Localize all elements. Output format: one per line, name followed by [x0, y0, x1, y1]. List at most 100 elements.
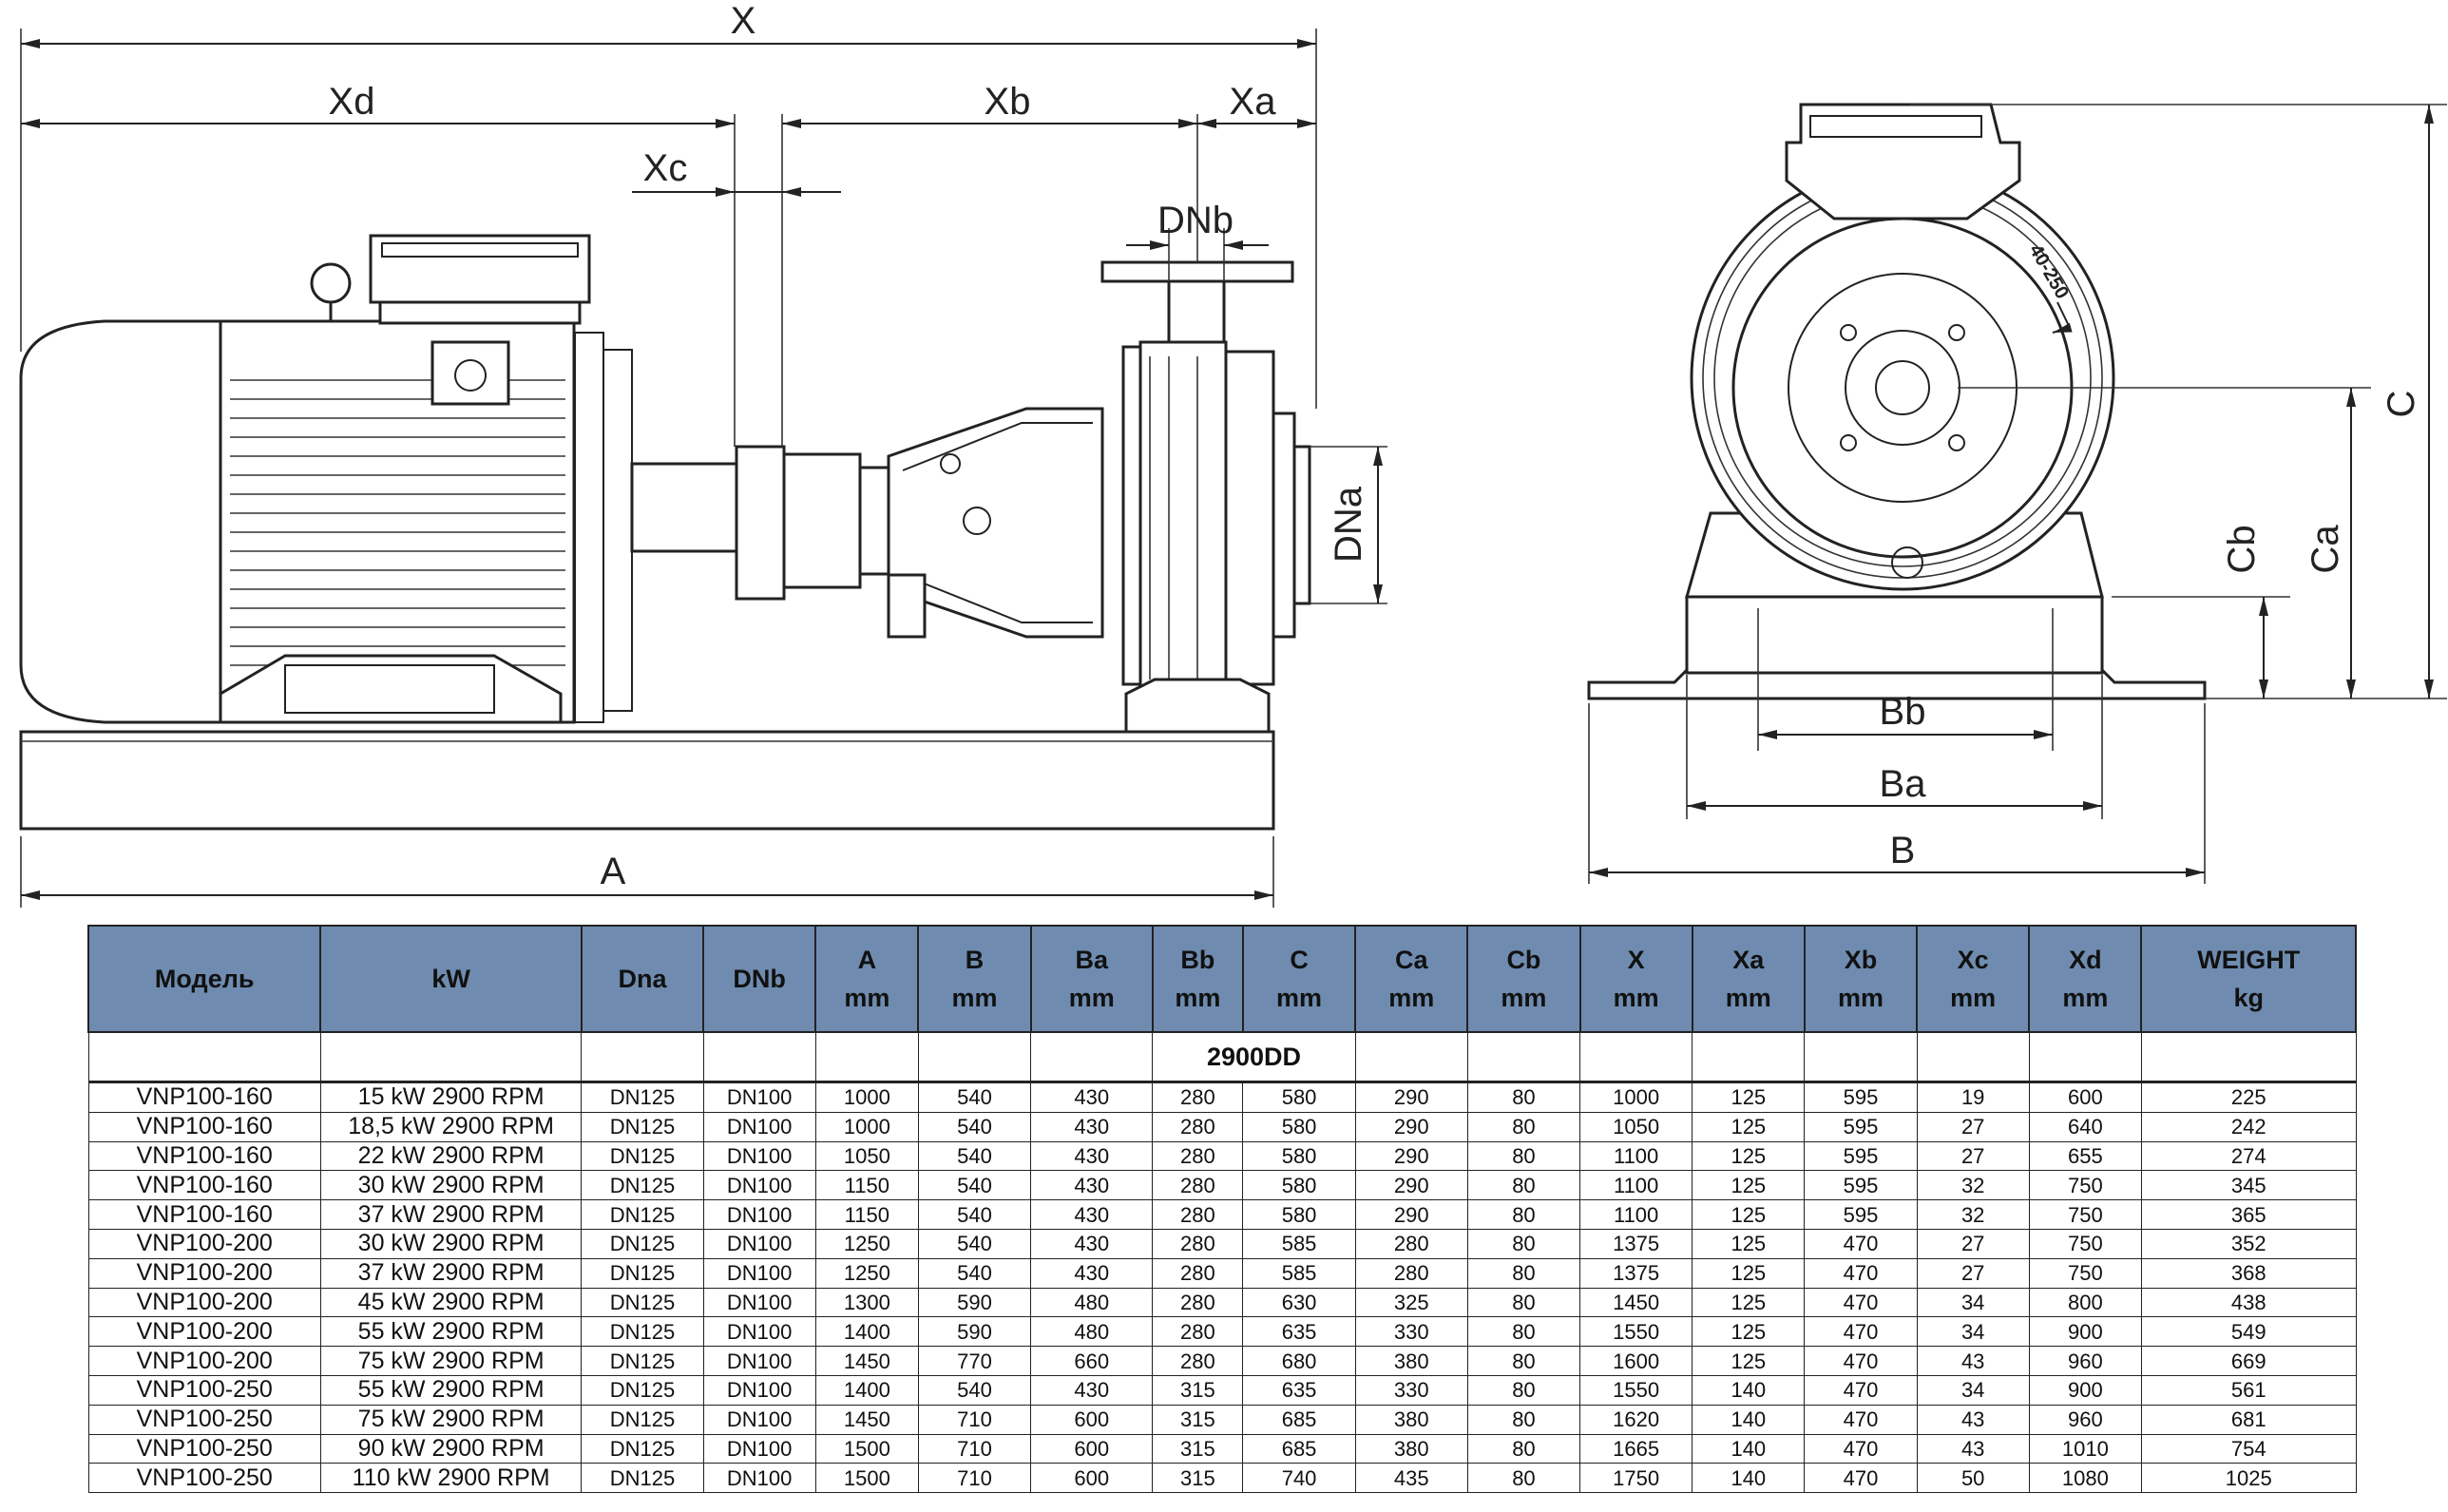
table-cell: 125: [1692, 1081, 1806, 1113]
table-cell: 50: [1916, 1463, 2030, 1494]
table-cell: DN125: [581, 1405, 704, 1435]
table-cell: 75 kW 2900 RPM: [319, 1405, 583, 1435]
table-cell: 1000: [814, 1081, 919, 1113]
table-cell: 280: [1152, 1316, 1244, 1348]
table-cell: 540: [917, 1199, 1032, 1230]
table-cell: 280: [1354, 1229, 1468, 1259]
table-cell: 280: [1152, 1288, 1244, 1318]
motor-cooling-fins: [230, 379, 565, 666]
table-cell: 1025: [2140, 1463, 2357, 1494]
table-cell: DN125: [581, 1375, 704, 1406]
table-cell: 470: [1804, 1258, 1918, 1289]
table-cell: 655: [2028, 1141, 2142, 1172]
table-cell: VNP100-200: [87, 1258, 321, 1289]
table-cell: 1300: [814, 1288, 919, 1318]
motor-shaft: [630, 462, 753, 553]
table-cell: 430: [1030, 1258, 1154, 1289]
table-cell: 590: [917, 1316, 1032, 1348]
table-cell: 80: [1466, 1375, 1581, 1406]
table-cell: VNP100-200: [87, 1316, 321, 1348]
table-cell: 280: [1152, 1199, 1244, 1230]
table-cell: VNP100-250: [87, 1375, 321, 1406]
table-cell: 595: [1804, 1081, 1918, 1113]
front-view: 40-250 C C: [1587, 103, 2447, 884]
group-row: 2900DD: [87, 1032, 2357, 1083]
table-cell: 32: [1916, 1170, 2030, 1201]
table-cell: 80: [1466, 1316, 1581, 1348]
table-cell: 34: [1916, 1316, 2030, 1348]
table-cell: DN100: [702, 1229, 816, 1259]
terminal-box: [369, 234, 591, 304]
table-cell: DN125: [581, 1170, 704, 1201]
table-cell: 430: [1030, 1229, 1154, 1259]
table-cell: 580: [1242, 1112, 1356, 1142]
table-cell: 1450: [814, 1346, 919, 1376]
table-cell: DN100: [702, 1375, 816, 1406]
table-cell: 470: [1804, 1434, 1918, 1464]
table-cell: 1600: [1579, 1346, 1693, 1376]
front-dimensions: [1588, 104, 2447, 884]
table-cell: 280: [1354, 1258, 1468, 1289]
table-cell: 540: [917, 1081, 1032, 1113]
table-cell: 960: [2028, 1346, 2142, 1376]
table-cell: 280: [1152, 1141, 1244, 1172]
table-cell: VNP100-250: [87, 1405, 321, 1435]
table-cell: DN100: [702, 1081, 816, 1113]
table-cell: 960: [2028, 1405, 2142, 1435]
table-cell: 1150: [814, 1199, 919, 1230]
table-cell: 750: [2028, 1258, 2142, 1289]
table-cell: 1400: [814, 1375, 919, 1406]
table-cell: 280: [1152, 1346, 1244, 1376]
table-cell: 1100: [1579, 1170, 1693, 1201]
table-cell: 770: [917, 1346, 1032, 1376]
table-cell: 80: [1466, 1081, 1581, 1113]
table-cell: 125: [1692, 1258, 1806, 1289]
table-cell: DN100: [702, 1288, 816, 1318]
table-cell: 34: [1916, 1375, 2030, 1406]
table-cell: 710: [917, 1434, 1032, 1464]
motor-fan-cover: [19, 319, 222, 724]
table-cell: 549: [2140, 1316, 2357, 1348]
table-cell: 430: [1030, 1141, 1154, 1172]
header-cell: Dna: [580, 925, 705, 1033]
table-cell: 330: [1354, 1316, 1468, 1348]
label-DNa: DNa: [1328, 486, 1369, 563]
table-cell: 585: [1242, 1229, 1356, 1259]
table-cell: 1000: [1579, 1081, 1693, 1113]
side-view: X Xd Xb Xa Xc DNb DNa A: [19, 0, 1387, 908]
table-cell: 140: [1692, 1463, 1806, 1494]
table-cell: 1400: [814, 1316, 919, 1348]
table-cell: 315: [1152, 1463, 1244, 1494]
table-cell: DN125: [581, 1258, 704, 1289]
table-cell: 125: [1692, 1316, 1806, 1348]
table-cell: 1010: [2028, 1434, 2142, 1464]
table-cell: 80: [1466, 1141, 1581, 1172]
table-cell: 595: [1804, 1199, 1918, 1230]
table-cell: DN125: [581, 1434, 704, 1464]
table-cell: 140: [1692, 1375, 1806, 1406]
table-cell: 80: [1466, 1405, 1581, 1435]
table-cell: DN125: [581, 1112, 704, 1142]
table-cell: 290: [1354, 1081, 1468, 1113]
table-cell: 1500: [814, 1434, 919, 1464]
table-cell: 125: [1692, 1170, 1806, 1201]
table-cell: 660: [1030, 1346, 1154, 1376]
table-cell: 345: [2140, 1170, 2357, 1201]
table-cell: 15 kW 2900 RPM: [319, 1081, 583, 1113]
table-cell: 1050: [814, 1141, 919, 1172]
label-A: A: [601, 851, 626, 892]
table-cell: 290: [1354, 1141, 1468, 1172]
table-cell: 27: [1916, 1112, 2030, 1142]
